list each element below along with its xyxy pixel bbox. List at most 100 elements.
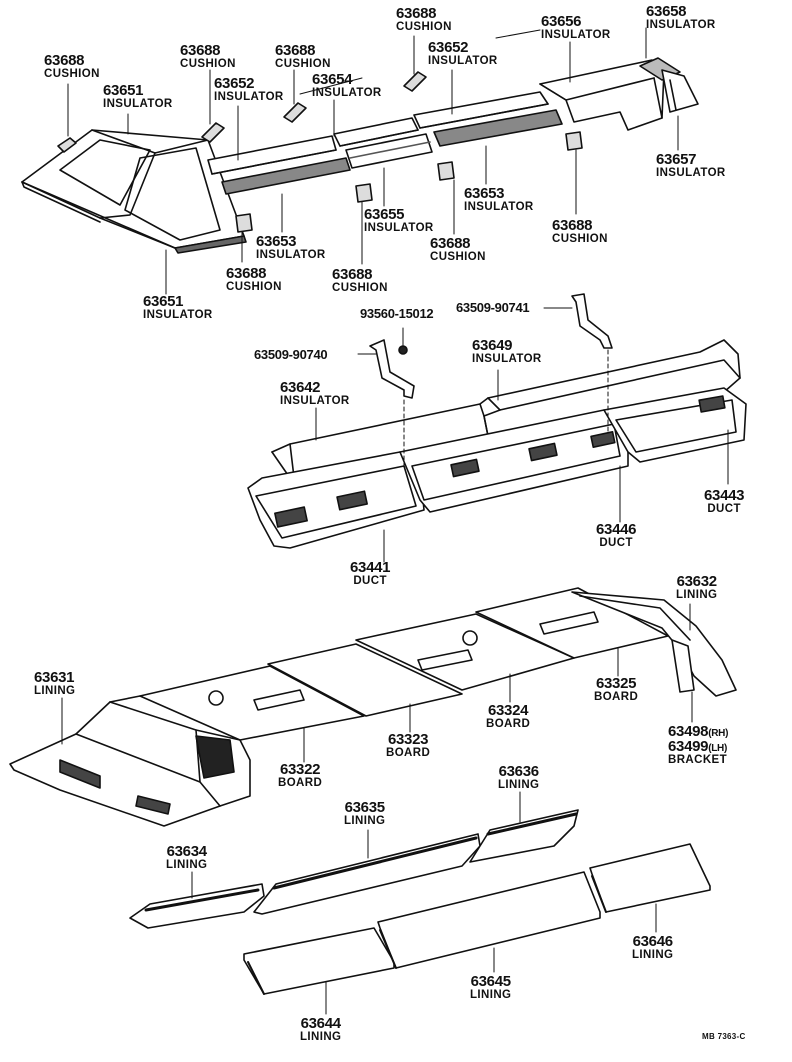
part-number: 63655 <box>364 206 405 223</box>
part-name: BOARD <box>594 691 639 703</box>
part-number: 63651 <box>103 82 144 99</box>
part-name: CUSHION <box>275 58 331 70</box>
lining-63645 <box>377 871 601 969</box>
cushion-63688-e <box>235 213 253 233</box>
part-number: 63688 <box>332 266 373 283</box>
part-number: 93560-15012 <box>360 306 434 321</box>
part-number: 63446 <box>596 521 637 538</box>
bracket-63509-90741 <box>571 293 613 349</box>
part-name: CUSHION <box>552 233 608 245</box>
cushion-63688-h <box>565 131 583 151</box>
part-number-rh: 63498(RH) <box>668 724 728 739</box>
part-name: BOARD <box>278 777 323 789</box>
part-number: 63443 <box>704 487 745 504</box>
cushion-63688-b <box>201 122 225 143</box>
part-number: 63635 <box>344 799 386 816</box>
part-number: 63632 <box>676 573 718 590</box>
part-name: LINING <box>300 1031 342 1043</box>
cushion-63688-a <box>57 137 77 153</box>
part-name: CUSHION <box>180 58 236 70</box>
part-name: LINING <box>34 685 76 697</box>
part-number: 63688 <box>275 42 316 59</box>
insulator-strip-63653-a <box>221 157 351 195</box>
part-number: 63688 <box>44 52 85 69</box>
side-rh: (RH) <box>708 728 729 739</box>
part-name: LINING <box>166 859 208 871</box>
part-name: LINING <box>632 949 674 961</box>
part-number: 63688 <box>226 265 267 282</box>
lining-63646 <box>589 843 711 913</box>
insulator-strip-63652-b <box>413 91 549 129</box>
part-number-lh: 63499(LH) <box>668 739 728 754</box>
part-number: 63631 <box>34 669 75 686</box>
part-number: 63645 <box>470 973 512 990</box>
part-number: 63658 <box>646 3 687 20</box>
lining-63634 <box>129 883 265 929</box>
board-63323 <box>267 643 463 717</box>
part-number: 63509-90741 <box>456 300 530 315</box>
part-number: 63325 <box>595 675 637 692</box>
part-number: 63322 <box>279 761 321 778</box>
insulator-strip-63652-a <box>207 135 337 175</box>
part-name: LINING <box>470 989 512 1001</box>
cushion-63688-f <box>355 183 373 203</box>
part-number: 63688 <box>552 217 593 234</box>
part-number: 63644 <box>300 1015 342 1032</box>
part-name: INSULATOR <box>214 91 284 103</box>
part-number: 63688 <box>396 5 437 22</box>
part-name: BOARD <box>386 747 431 759</box>
part-name: CUSHION <box>396 21 452 33</box>
side-lh: (LH) <box>708 743 728 754</box>
part-name: INSULATOR <box>256 249 326 261</box>
duct-63443 <box>603 387 747 463</box>
part-number: 63653 <box>464 185 505 202</box>
lining-63631 <box>9 695 251 827</box>
part-name: INSULATOR <box>646 19 716 31</box>
part-name: INSULATOR <box>472 353 542 365</box>
part-number-rh-value: 63498 <box>668 723 709 740</box>
part-number: 63441 <box>350 559 391 576</box>
duct-63441 <box>247 451 425 549</box>
part-number: 63652 <box>428 39 469 56</box>
part-number: 63636 <box>498 763 540 780</box>
lining-63644 <box>243 927 395 995</box>
insulator-63656 <box>539 59 665 131</box>
part-name: INSULATOR <box>464 201 534 213</box>
cushion-63688-c <box>283 102 307 123</box>
part-number: 63656 <box>541 13 582 30</box>
part-number-lh-value: 63499 <box>668 738 709 755</box>
part-number: 63649 <box>472 337 513 354</box>
part-name: INSULATOR <box>428 55 498 67</box>
part-number: 63509-90740 <box>254 347 328 362</box>
cushion-63688-d <box>403 71 427 92</box>
part-name: CUSHION <box>430 251 486 263</box>
part-number: 63642 <box>280 379 321 396</box>
part-name: INSULATOR <box>541 29 611 41</box>
leader-lines-top <box>67 27 679 295</box>
part-name: INSULATOR <box>103 98 173 110</box>
